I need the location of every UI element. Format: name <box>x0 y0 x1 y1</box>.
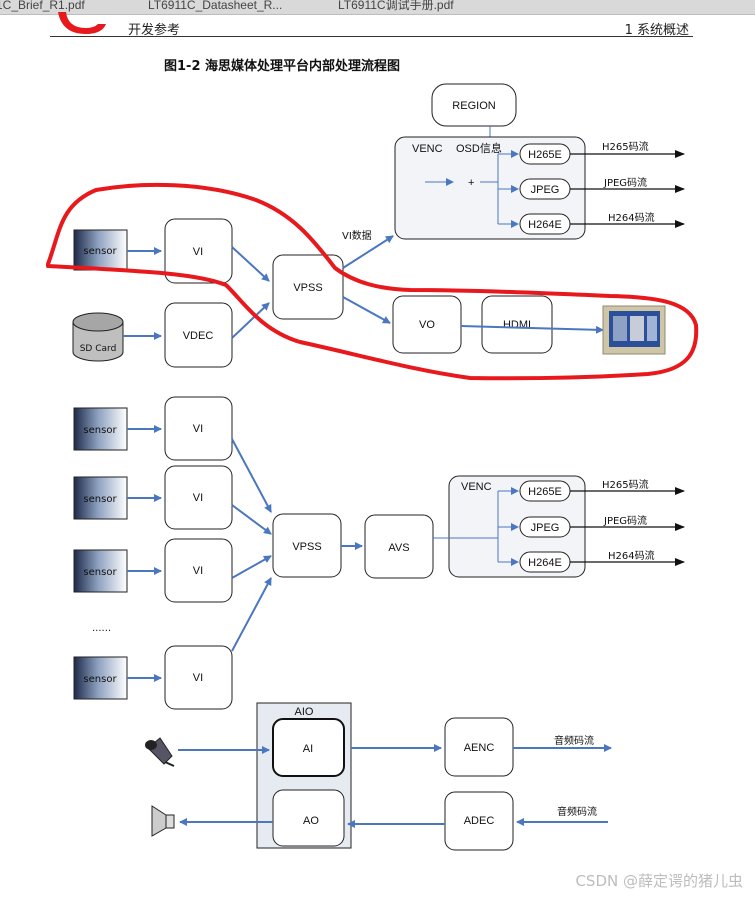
header-rule <box>50 36 693 37</box>
sensor-label-1: sensor <box>83 246 117 257</box>
h265e-label-2: H265E <box>528 486 562 498</box>
sd-card-label: SD Card <box>80 344 117 354</box>
h265-stream-label-1: H265码流 <box>602 140 649 153</box>
sensor-label-4: sensor <box>83 567 117 578</box>
ao-label: AO <box>303 815 319 827</box>
jpeg-label-2: JPEG <box>531 522 560 534</box>
ellipsis-label: ...... <box>92 623 111 634</box>
vpss-label-2: VPSS <box>292 541 321 553</box>
tab-datasheet[interactable]: LT6911C_Datasheet_R... <box>148 0 283 12</box>
speaker-icon <box>151 805 175 837</box>
sensor-2 <box>73 407 128 451</box>
jpeg-label-1: JPEG <box>531 184 560 196</box>
venc-label-2: VENC <box>461 481 492 493</box>
vi-box-2 <box>164 396 233 461</box>
h264e-label-2: H264E <box>528 557 562 569</box>
sensor-label-2: sensor <box>83 425 117 436</box>
vi-box-1 <box>164 218 233 284</box>
vi-label-5: VI <box>193 672 203 684</box>
jpeg-stream-label-1: JPEG码流 <box>603 176 647 189</box>
vdec-box <box>164 302 233 368</box>
vi-box-4 <box>164 538 233 603</box>
vi-label-4: VI <box>193 565 203 577</box>
avs-label: AVS <box>388 542 409 554</box>
vi-label-2: VI <box>193 423 203 435</box>
sensor-label-3: sensor <box>83 494 117 505</box>
avs-box <box>364 514 434 579</box>
ao-box <box>272 789 345 847</box>
h264e-label-1: H264E <box>528 219 562 231</box>
sensor-5 <box>73 656 128 700</box>
audio-stream-label-1: 音频码流 <box>554 734 594 747</box>
ai-box <box>272 718 345 777</box>
sensor-3 <box>73 476 128 520</box>
vi-data-label: VI数据 <box>342 229 372 242</box>
h265e-label-1: H265E <box>528 149 562 161</box>
pdf-tab-bar: 1C_Brief_R1.pdf LT6911C_Datasheet_R... L… <box>0 0 755 15</box>
vi-label-1: VI <box>193 246 203 258</box>
microphone-icon <box>145 737 175 767</box>
vdec-label: VDEC <box>183 330 214 342</box>
tab-debug-manual[interactable]: LT6911C调试手册.pdf <box>338 0 454 12</box>
header-section: 开发参考 <box>128 23 181 38</box>
hdmi-box <box>481 295 553 354</box>
sd-card-icon <box>72 312 124 362</box>
brand-logo <box>58 12 106 34</box>
region-box <box>431 83 517 127</box>
hdmi-label: HDMI <box>503 319 531 331</box>
highlight-outline <box>46 182 699 381</box>
vo-label: VO <box>419 319 435 331</box>
sensor-label-5: sensor <box>83 674 117 685</box>
jpeg-stream-label-2: JPEG码流 <box>603 514 647 527</box>
aio-label: AIO <box>295 706 314 718</box>
adec-label: ADEC <box>464 815 495 827</box>
h264-stream-label-1: H264码流 <box>608 211 655 224</box>
adec-box <box>444 791 514 851</box>
tab-brief[interactable]: 1C_Brief_R1.pdf <box>0 0 85 12</box>
header-chapter: 1 系统概述 <box>624 23 689 38</box>
vi-box-5 <box>164 645 233 710</box>
vi-label-3: VI <box>193 492 203 504</box>
vo-box <box>392 295 462 354</box>
h264-stream-label-2: H264码流 <box>608 549 655 562</box>
h265-stream-label-2: H265码流 <box>602 478 649 491</box>
monitor-icon <box>602 305 666 355</box>
csdn-watermark: CSDN @薛定谔的猪儿虫 <box>575 872 743 890</box>
plus-sign: + <box>468 177 474 189</box>
region-label: REGION <box>452 100 495 112</box>
vpss-box-1 <box>272 254 344 320</box>
audio-stream-label-2: 音频码流 <box>557 805 597 818</box>
sensor-1 <box>73 229 128 271</box>
ai-label: AI <box>303 743 313 755</box>
vi-box-3 <box>164 465 233 530</box>
figure-title: 图1-2 海思媒体处理平台内部处理流程图 <box>164 59 401 74</box>
osd-label: OSD信息 <box>456 141 502 155</box>
aenc-label: AENC <box>464 742 495 754</box>
venc-label: VENC <box>412 143 443 155</box>
vpss-label-1: VPSS <box>293 282 322 294</box>
